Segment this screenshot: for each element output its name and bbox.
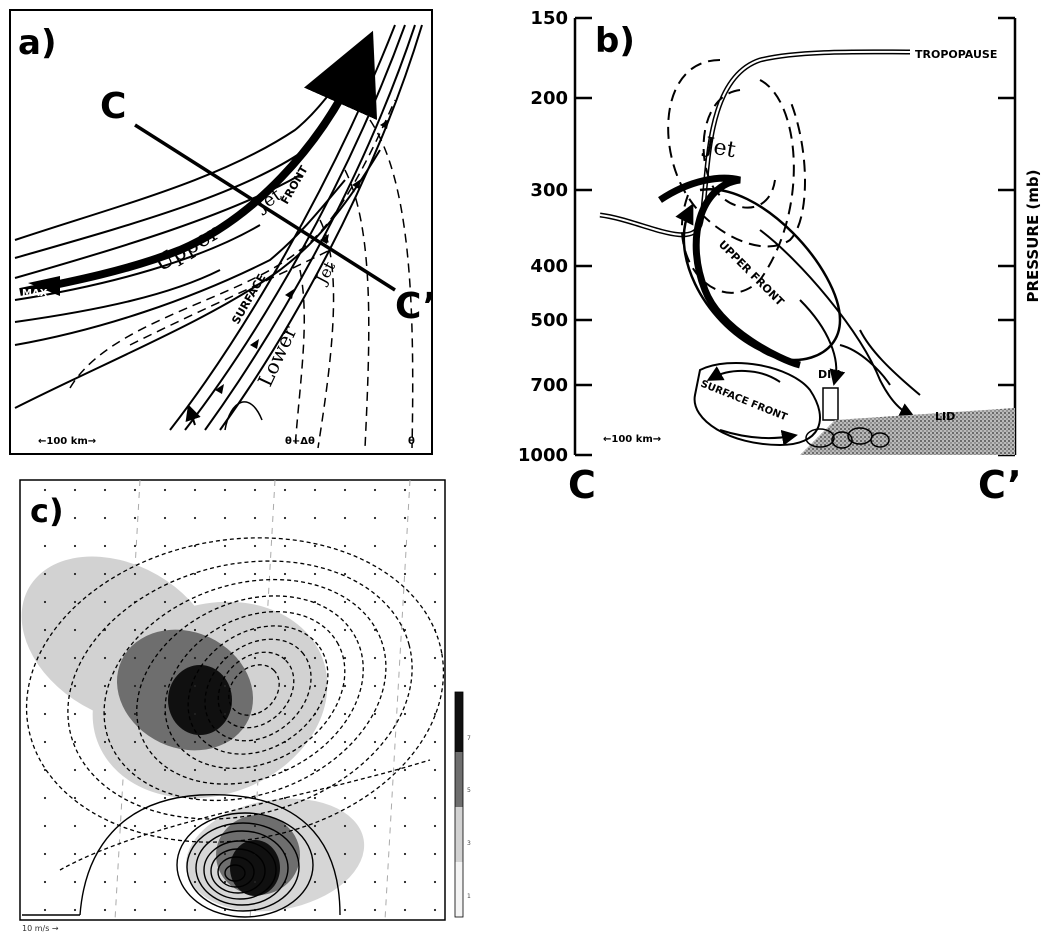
- tick-150: 150: [530, 8, 568, 29]
- upper-jet-arrow: [19, 30, 378, 296]
- upper-contours: [25, 537, 445, 871]
- lower-contours: [79, 793, 341, 918]
- div-column: [822, 387, 839, 421]
- descending-branches: [759, 229, 921, 418]
- panel-c-label: c): [30, 492, 64, 530]
- jet-label: Jet: [701, 133, 738, 163]
- colorbar-tick-3: 3: [467, 840, 471, 847]
- surface-front-circulation: [693, 361, 821, 447]
- upper-front-label: UPPER FRONT: [716, 238, 787, 309]
- panel-a-label: a): [18, 23, 56, 63]
- theta-label: θ: [408, 436, 415, 447]
- max-label: MAX: [22, 288, 48, 299]
- scale-vector-label: 10 m/s →: [22, 924, 59, 933]
- cross-section-line: [134, 123, 396, 292]
- panel-b: 150 200 300 400 500 700 1000 PRESSURE (m…: [518, 8, 1042, 507]
- upper-front-thick: [658, 174, 801, 369]
- front-barbs: [215, 119, 389, 394]
- panel-b-label: b): [595, 21, 635, 61]
- pressure-tick-labels: 150 200 300 400 500 700 1000: [518, 8, 568, 466]
- colorbar-tick-5: 5: [467, 787, 471, 794]
- vector-dot-field: [22, 482, 443, 918]
- colorbar: 7 5 3 1: [454, 691, 471, 918]
- section-start-label-b: C: [568, 463, 596, 507]
- section-end-label-b: C’: [978, 463, 1022, 507]
- front-lines: [169, 24, 423, 431]
- surface-front-label: SURFACE FRONT: [699, 379, 789, 424]
- scale-label-a: ←100 km→: [38, 436, 96, 447]
- tick-200: 200: [530, 88, 568, 109]
- tick-300: 300: [530, 180, 568, 201]
- div-label: DIV: [818, 368, 840, 381]
- scale-label-b: ←100 km→: [603, 434, 661, 445]
- panel-c: c) 7 5 3 1 10 m/s →: [19, 479, 471, 933]
- tropopause-label: TROPOPAUSE: [915, 48, 997, 61]
- tick-700: 700: [530, 375, 568, 396]
- jet-max-core: [28, 276, 60, 296]
- theta-plus-label: θ+Δθ: [285, 436, 315, 447]
- section-end-label: C’: [395, 286, 436, 327]
- pressure-axis-label: PRESSURE (mb): [1024, 169, 1042, 302]
- lid-label: LID: [935, 410, 955, 423]
- tick-400: 400: [530, 256, 568, 277]
- lower-jet-arrow-tail: [185, 404, 201, 426]
- tick-1000: 1000: [518, 445, 568, 466]
- section-start-label: C: [100, 86, 126, 127]
- tick-500: 500: [530, 310, 568, 331]
- boundary-eddies: [805, 427, 890, 449]
- upper-front-circulation: [675, 188, 842, 362]
- tropopause-line: [599, 49, 911, 238]
- colorbar-tick-1: 1: [467, 893, 471, 900]
- colorbar-tick-7: 7: [467, 735, 471, 742]
- panel-a: a) C C’ MAX Upper Jet FRONT SURFACE Jet …: [9, 9, 436, 455]
- lower-jet-loop: [224, 401, 263, 431]
